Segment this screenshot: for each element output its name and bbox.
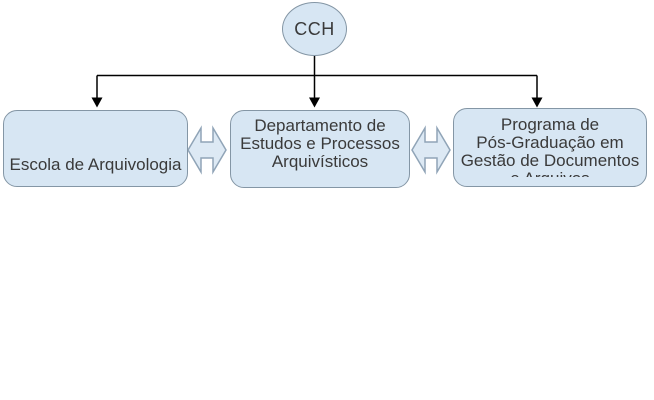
node-cch: CCH [282,2,347,56]
node-label-line-clipped: e Arquivos [454,170,646,178]
double-arrow-icon-left [187,125,227,175]
node-departamento-estudos-processos: Departamento de Estudos e Processos Arqu… [230,110,410,188]
tree-connector [91,56,543,108]
connector-line [96,56,538,99]
node-label-line: Gestão de Documentos [460,151,640,170]
node-cch-label: CCH [294,18,335,39]
node-programa-pos-graduacao: Programa de Pós-Graduação em Gestão de D… [453,108,647,187]
node-label-clip: Programa de Pós-Graduação em Gestão de D… [454,116,646,177]
node-label-line: Programa de [500,116,600,134]
node-label-line: Escola de Arquivologia [9,155,182,174]
node-label-line: Pós-Graduação em [476,133,624,152]
node-label-line: Departamento de [254,116,386,135]
arrowhead-down-icon [91,97,103,108]
node-label-line: Estudos e Processos [240,134,400,153]
node-escola-de-arquivologia: Escola de Arquivologia [3,110,188,187]
arrowhead-down-icon [309,97,320,108]
node-label-line: Arquivísticos [271,152,369,171]
arrowhead-down-icon [531,97,543,108]
double-arrow-icon-right [411,125,451,175]
